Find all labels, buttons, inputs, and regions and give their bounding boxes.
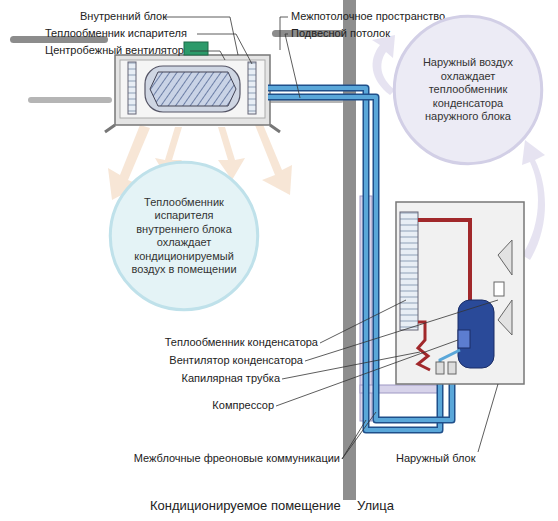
bubble-text: Наружный воздух охлаждает теплообменник … [414,56,522,124]
part-label: Подвесной потолок [291,27,390,40]
part-label: Кондиционируемое помещение [150,498,341,513]
wall [343,0,356,500]
part-label: Улица [357,498,394,513]
part-label: Межблочные фреоновые коммуникации [134,452,340,465]
part-label: Капилярная трубка [182,372,280,385]
part-label: Межпотолочное пространство [291,10,445,23]
bracket [360,385,440,393]
part-label: Центробежный вентилятор [45,44,184,57]
part-label: Компрессор [212,399,274,412]
part-label: Теплообменник конденсатора [165,336,318,349]
part-label: Наружный блок [396,452,476,465]
bubble-text: Теплообменник испарителя внутреннего бло… [130,196,238,277]
outdoor-unit [396,202,524,384]
callout-bubble: Наружный воздух охлаждает теплообменник … [392,14,544,166]
part-label: Внутренний блок [80,10,167,23]
part-label: Вентилятор конденсатора [169,354,303,367]
part-label: Теплообменник испарителя [45,27,187,40]
callout-bubble: Теплообменник испарителя внутреннего бло… [108,160,260,312]
